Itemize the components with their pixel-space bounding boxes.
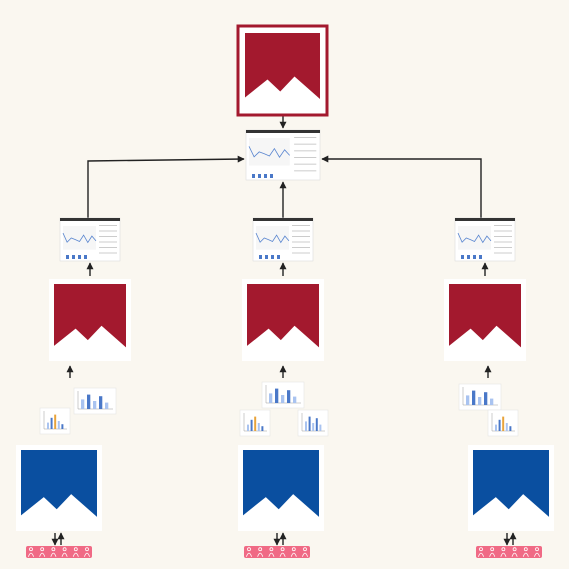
chart-bar <box>312 423 315 431</box>
chart-bar <box>261 426 264 431</box>
connector-lines <box>51 115 517 546</box>
chart-bar <box>57 421 60 429</box>
chart-bar <box>478 397 482 405</box>
chart-bar <box>99 396 103 409</box>
diagram-nodes <box>16 24 554 558</box>
branch-1-chart-2 <box>39 407 71 435</box>
mountain-logo-icon <box>21 494 97 526</box>
branch-1-blue-node <box>16 445 102 531</box>
chart-bar <box>498 419 501 431</box>
chart-bar <box>472 390 476 405</box>
chart-bar <box>87 394 91 409</box>
chart-bar <box>287 390 291 403</box>
branch-3-red-node <box>444 279 526 361</box>
chart-bar <box>484 392 488 405</box>
branch-2-red-node <box>242 279 324 361</box>
chart-bar <box>281 395 285 403</box>
chart-bar <box>315 418 318 431</box>
chart-bar <box>495 424 497 431</box>
mountain-logo-icon <box>245 76 320 108</box>
mountain-logo-icon <box>247 325 319 356</box>
branch-2-blue-node <box>238 445 324 531</box>
chart-bar <box>293 396 297 403</box>
chart-bar <box>54 414 57 429</box>
branch-3-to-top <box>321 155 482 218</box>
branch-1-people <box>26 546 92 558</box>
branch-3-people <box>476 546 542 558</box>
chart-bar <box>105 402 109 409</box>
chart-bar <box>466 395 470 405</box>
branch-3-chart-1 <box>458 383 502 411</box>
chart-bar <box>81 399 85 409</box>
chart-bar <box>490 398 494 405</box>
chart-bar <box>93 401 97 409</box>
branch-1-dashboard <box>59 217 121 262</box>
branch-3-chart-2 <box>487 409 519 437</box>
mountain-logo-icon <box>243 494 319 526</box>
branch-1-red-node <box>49 279 131 361</box>
chart-bar <box>250 419 253 431</box>
chart-bar <box>509 426 512 431</box>
mountain-logo-icon <box>54 325 126 356</box>
chart-bar <box>269 393 273 403</box>
chart-bar <box>257 423 260 431</box>
branch-3-dashboard <box>454 217 516 262</box>
branch-2-chart-3 <box>297 409 329 437</box>
chart-bar <box>505 423 508 431</box>
chart-bar <box>305 421 307 431</box>
branch-2-chart-1 <box>261 381 305 409</box>
branch-1-to-top <box>87 155 245 218</box>
branch-3-blue-node <box>468 445 554 531</box>
branch-2-dashboard <box>252 217 314 262</box>
branch-1-chart-1 <box>73 387 117 415</box>
chart-bar <box>308 416 311 431</box>
chart-bar <box>502 416 505 431</box>
branch-2-chart-2 <box>239 409 271 437</box>
top-dashboard <box>245 129 321 181</box>
chart-bar <box>247 424 249 431</box>
chart-bar <box>50 417 53 429</box>
mountain-logo-icon <box>473 494 549 526</box>
chart-bar <box>319 424 322 431</box>
mountain-logo-icon <box>449 325 521 356</box>
chart-bar <box>254 416 257 431</box>
chart-bar <box>47 422 49 429</box>
chart-bar <box>61 424 64 429</box>
top-red-node <box>236 24 329 117</box>
branch-2-people <box>244 546 310 558</box>
chart-bar <box>275 388 279 403</box>
